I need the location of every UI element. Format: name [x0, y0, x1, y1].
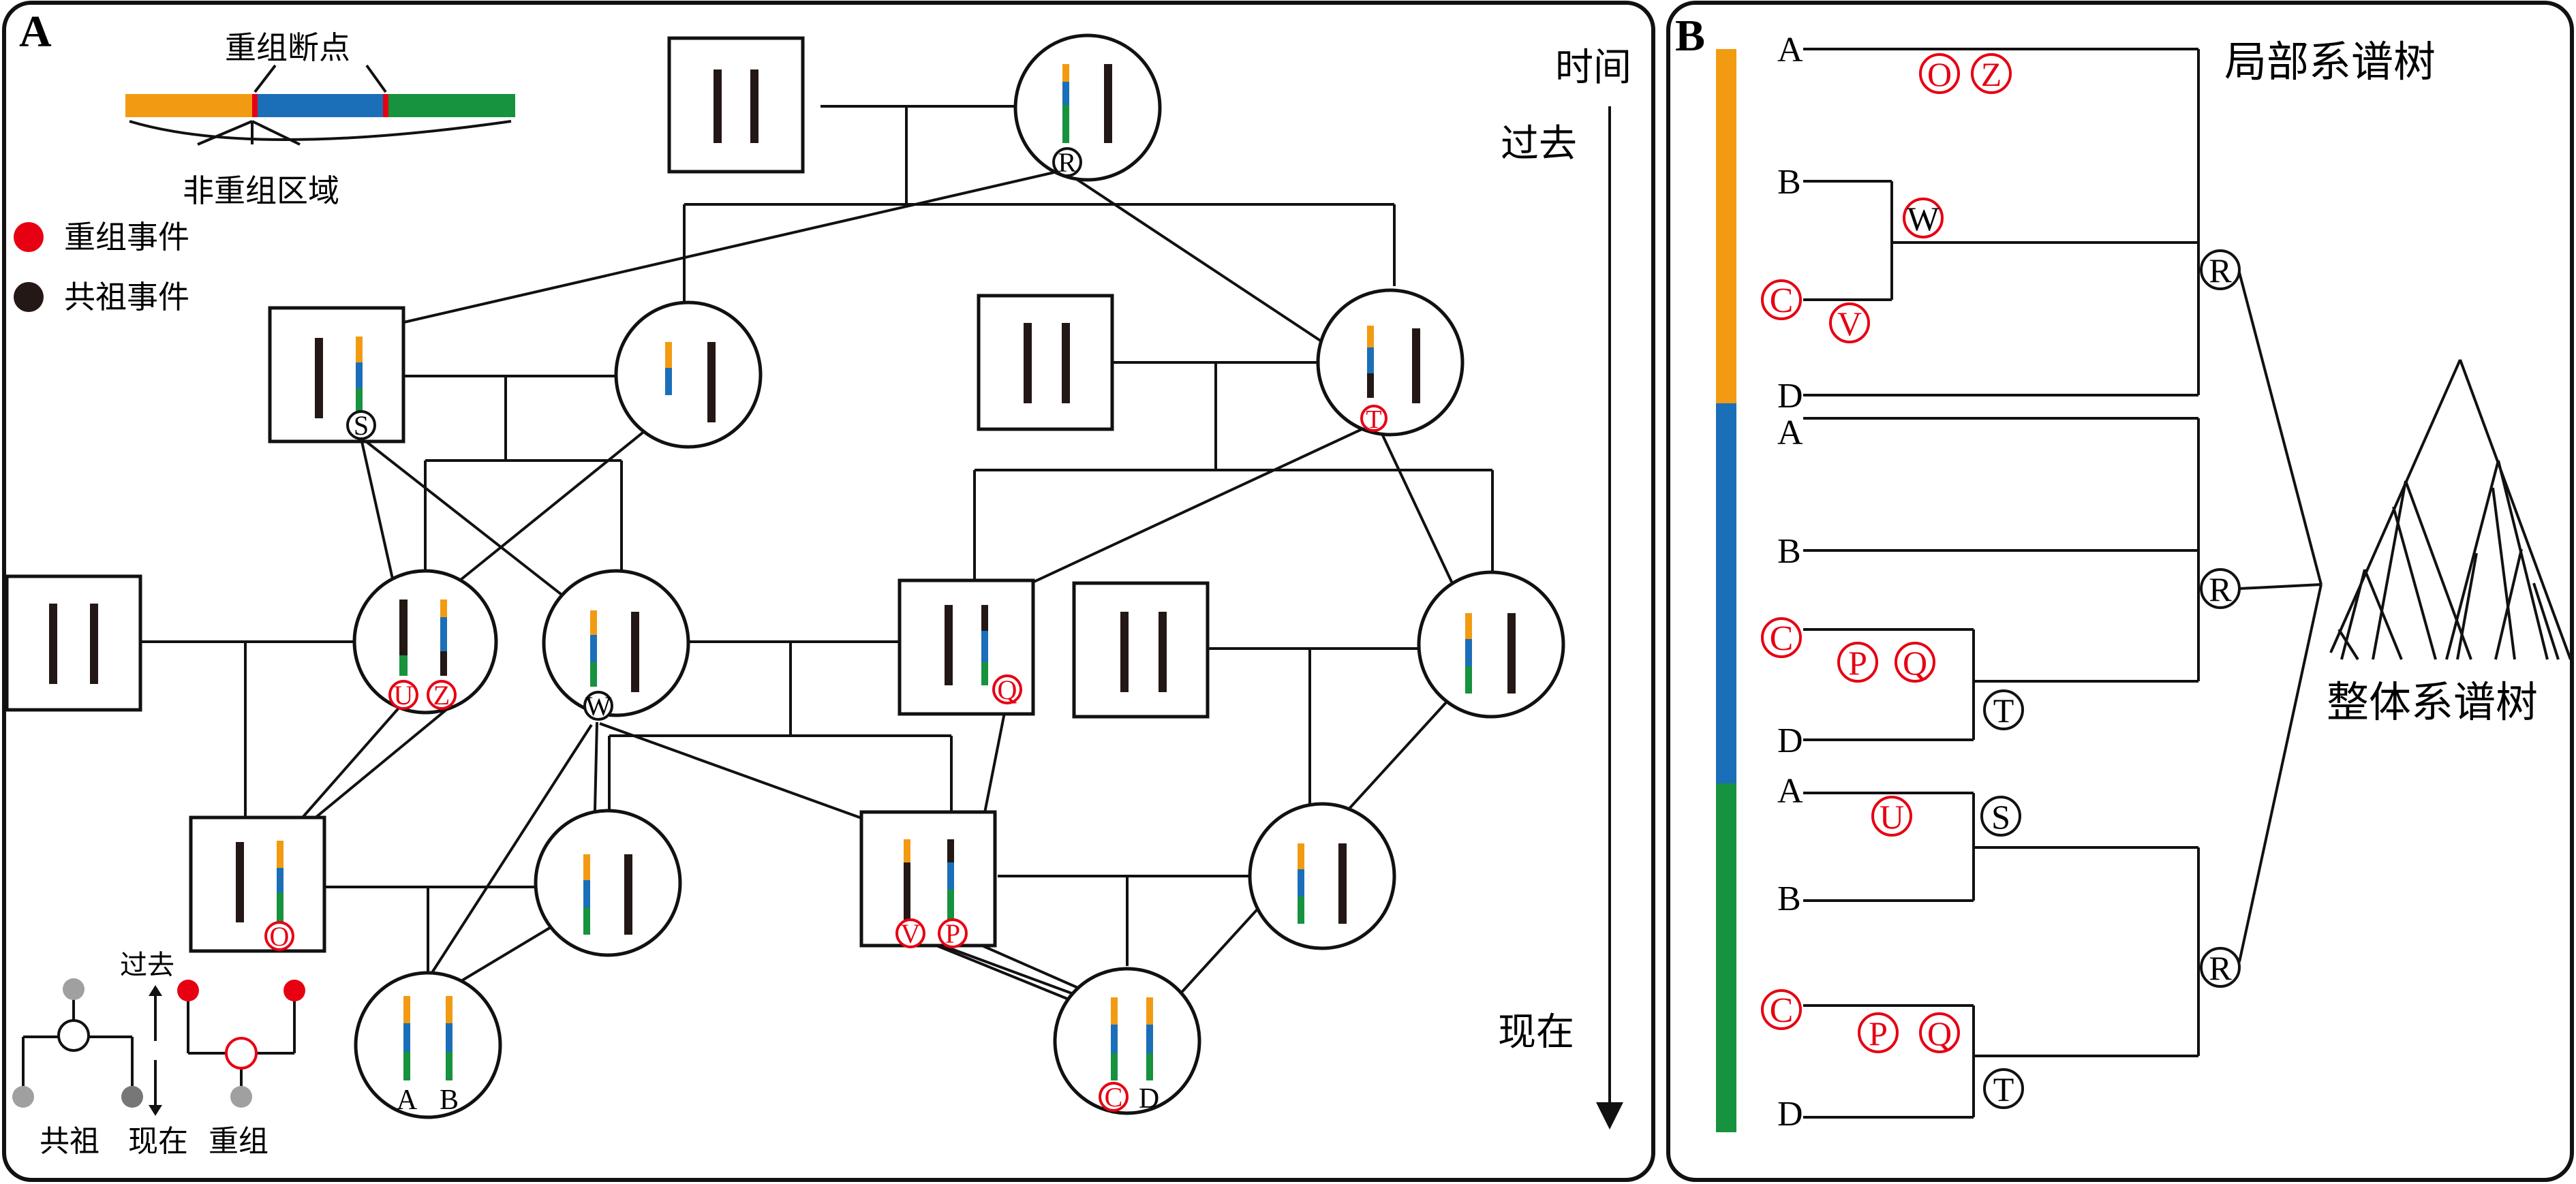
circle-individual-lower-mid [534, 809, 682, 957]
square-individual-VP: V P [859, 810, 997, 949]
chromosome-legend: 重组断点 非重组区域 [125, 29, 515, 209]
t1-mark-W: W [1907, 200, 1939, 238]
genome-green-segment [1716, 783, 1736, 1132]
time-arrow-head [1596, 1102, 1623, 1130]
t1-mark-Z: Z [1981, 55, 2002, 93]
panel-b-frame [1666, 1, 2574, 1182]
square-individual-O: O [189, 815, 326, 953]
t2-leaf-A: A [1777, 414, 1803, 452]
t3-mark-S: S [1991, 798, 2010, 836]
t2-root-R: R [2209, 570, 2232, 608]
square-individual-mid-right [1072, 581, 1210, 719]
leaf-C: C [1105, 1082, 1123, 1112]
t1-leaf-A: A [1777, 31, 1803, 69]
mini-present-label: 现在 [128, 1124, 188, 1159]
circle-individual-lower-right [1248, 802, 1396, 950]
leaf-circle-AB: A B [354, 971, 502, 1119]
square-individual-upper-right [977, 294, 1114, 431]
mini-event-legend: 过去 共祖 现在 重组 [12, 950, 305, 1159]
time-axis: 时间 过去 现在 [1498, 46, 1631, 1130]
breakpoint-label: 重组断点 [225, 29, 350, 66]
t2-mark-Q: Q [1903, 644, 1927, 682]
root-convergence [2238, 272, 2322, 963]
event-U-left: U [394, 680, 414, 711]
time-title: 时间 [1555, 46, 1631, 90]
local-tree-3 [1803, 792, 2200, 1119]
mini-coal-label: 共祖 [40, 1124, 99, 1159]
t1-mark-O: O [1927, 55, 1952, 93]
present-label: 现在 [1498, 1010, 1574, 1055]
event-legend: 重组事件 共祖事件 [14, 219, 189, 315]
t3-leaf-C: C [1770, 991, 1794, 1030]
t2-leaf-D: D [1777, 721, 1803, 760]
circle-individual-right-mid [1417, 570, 1565, 719]
top-square-individual [667, 36, 805, 174]
circle-individual-T: T [1316, 288, 1465, 437]
mini-rec-label: 重组 [209, 1124, 269, 1159]
t2-leaf-C: C [1770, 619, 1794, 658]
square-individual-S: S [268, 306, 405, 443]
event-Q-left: Q [998, 674, 1017, 705]
global-tree-title: 整体系谱树 [2327, 677, 2538, 727]
square-individual-Q: Q [898, 578, 1035, 716]
mini-past-label: 过去 [120, 950, 174, 981]
t1-leaf-B: B [1777, 163, 1801, 202]
event-T-top: T [1366, 405, 1381, 434]
t3-mark-Q: Q [1927, 1014, 1952, 1053]
t2-mark-T: T [1993, 691, 2014, 730]
event-S: S [354, 410, 369, 441]
circle-individual-W: W [542, 569, 690, 721]
leaf-B: B [440, 1085, 459, 1116]
local-tree-2 [1803, 417, 2200, 741]
local-tree-1 [1803, 48, 2200, 396]
leaf-A: A [397, 1085, 418, 1116]
t3-mark-U: U [1880, 798, 1904, 836]
t3-leaf-D: D [1777, 1095, 1803, 1134]
recombination-event-label: 重组事件 [64, 219, 189, 255]
non-recombining-region-label: 非重组区域 [183, 172, 339, 209]
t1-root-R: R [2209, 251, 2232, 290]
t2-leaf-B: B [1777, 532, 1801, 571]
leaf-circle-CD: C D [1053, 967, 1201, 1115]
genome-blue-segment [1716, 403, 1736, 783]
global-genealogy-tree [2329, 359, 2572, 661]
t3-mark-P: P [1869, 1014, 1888, 1053]
t2-mark-P: P [1848, 644, 1867, 682]
event-V-left: V [901, 918, 921, 949]
t1-leaf-D: D [1777, 377, 1803, 416]
coalescent-event-label: 共祖事件 [64, 279, 189, 315]
t1-leaf-C: C [1770, 281, 1794, 320]
leaf-D: D [1139, 1083, 1159, 1115]
t3-root-R: R [2209, 949, 2232, 987]
t1-mark-V: V [1837, 305, 1862, 343]
recombination-event-dot [14, 222, 44, 252]
left-square-individual [5, 574, 142, 712]
genome-orange-segment [1716, 49, 1736, 403]
t3-leaf-B: B [1777, 879, 1801, 918]
local-tree-title: 局部系谱树 [2224, 37, 2436, 87]
coalescent-event-dot [14, 282, 44, 312]
circle-individual-UZ: U Z [352, 569, 498, 715]
circle-individual-upper-mid [614, 300, 763, 449]
event-P-left: P [945, 918, 960, 949]
event-Z-left: Z [433, 680, 450, 711]
past-label: 过去 [1501, 122, 1577, 166]
event-O-left: O [270, 921, 290, 952]
event-R-top: R [1058, 147, 1077, 178]
panel-a-label: A [19, 7, 52, 57]
t3-leaf-A: A [1777, 772, 1803, 811]
t3-mark-T: T [1993, 1070, 2014, 1108]
event-W-left: W [585, 691, 611, 721]
panel-b-label: B [1675, 11, 1705, 61]
top-circle-individual-R: R [1013, 33, 1162, 182]
